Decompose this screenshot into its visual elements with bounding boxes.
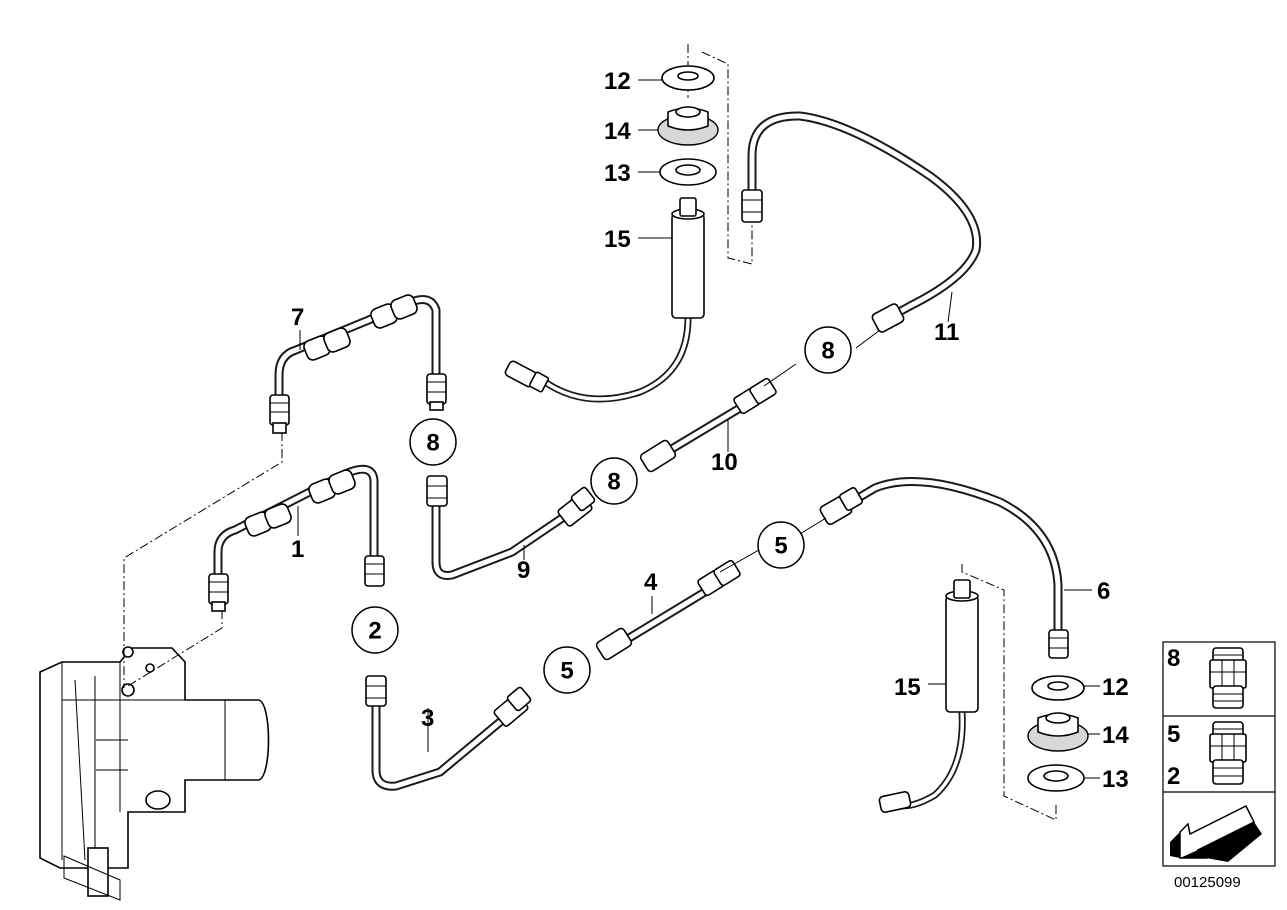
navigation-arrow-icon (1170, 804, 1262, 862)
label-1: 1 (291, 536, 304, 563)
brake-line-1 (208, 464, 385, 612)
label-15-top: 15 (604, 226, 631, 253)
label-12-top: 12 (604, 68, 631, 95)
legend-fitting-8-icon (1209, 647, 1247, 709)
part-number-labels: 12 14 13 15 7 11 10 1 9 4 6 3 15 12 14 1… (291, 68, 1129, 793)
label-9: 9 (517, 557, 530, 584)
fitting-legend: 8 5 2 (1162, 641, 1276, 867)
brake-line-10 (639, 377, 777, 473)
label-7: 7 (291, 304, 304, 331)
svg-text:2: 2 (368, 618, 381, 645)
brake-line-9 (426, 475, 596, 580)
brake-hose-15-bottom (878, 579, 979, 813)
svg-text:8: 8 (426, 430, 439, 457)
callout-2: 2 (351, 606, 399, 654)
image-code: 00125099 (1174, 874, 1241, 891)
mount-parts-bottom (1027, 675, 1089, 792)
brake-line-6 (819, 477, 1069, 659)
callout-5-upper: 5 (757, 521, 805, 569)
label-12-bottom: 12 (1102, 674, 1129, 701)
label-14-top: 14 (604, 118, 631, 145)
label-11: 11 (934, 319, 959, 346)
legend-fitting-5-icon (1209, 721, 1247, 785)
svg-text:8: 8 (821, 338, 834, 365)
label-3: 3 (421, 705, 434, 732)
callout-8-upper: 8 (804, 326, 852, 374)
brake-line-3 (365, 675, 532, 791)
label-13-top: 13 (604, 160, 631, 187)
callout-8-left: 8 (409, 418, 457, 466)
brake-hose-15-top (504, 197, 705, 403)
label-15-bottom: 15 (894, 674, 921, 701)
legend-label-5: 5 (1167, 721, 1180, 748)
legend-label-8: 8 (1167, 645, 1180, 672)
label-6: 6 (1097, 578, 1110, 605)
svg-text:8: 8 (607, 469, 620, 496)
circled-callouts: 8 8 8 5 2 5 (351, 326, 852, 694)
mount-parts-top (657, 65, 719, 186)
callout-8-middle: 8 (590, 457, 638, 505)
label-13-bottom: 13 (1102, 766, 1129, 793)
abs-hydraulic-unit (39, 646, 270, 901)
brake-line-7 (269, 294, 447, 434)
label-10: 10 (711, 449, 738, 476)
brake-line-4 (595, 559, 741, 661)
svg-text:5: 5 (560, 658, 573, 685)
legend-label-2: 2 (1167, 763, 1180, 790)
leader-lines (297, 79, 1100, 779)
callout-5-lower: 5 (543, 646, 591, 694)
brake-line-11 (741, 111, 982, 333)
assembly-guide-lines (123, 44, 1057, 821)
label-4: 4 (644, 569, 658, 596)
svg-text:5: 5 (774, 533, 787, 560)
label-14-bottom: 14 (1102, 722, 1129, 749)
